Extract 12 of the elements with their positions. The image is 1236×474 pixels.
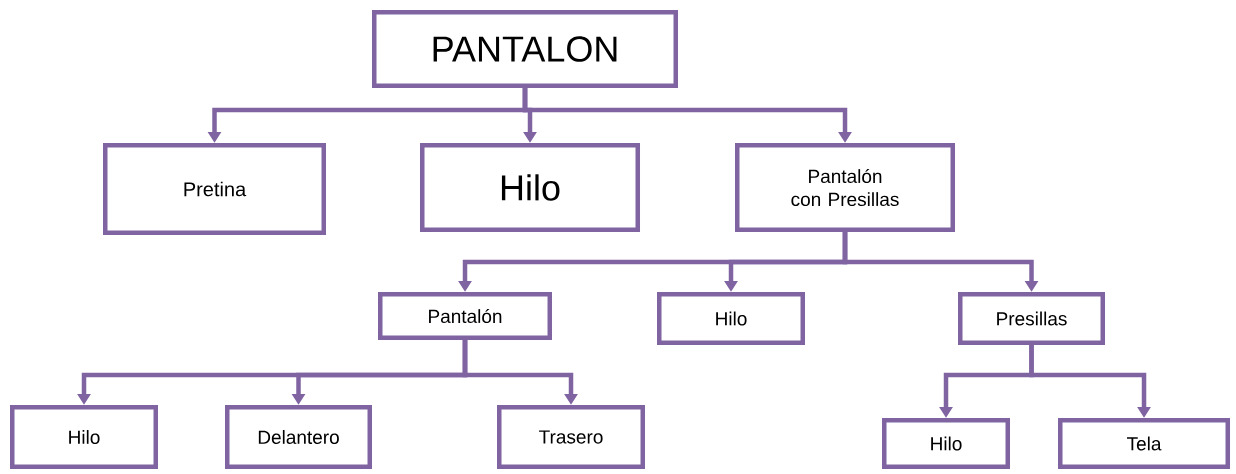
box: Hilo (657, 292, 805, 345)
box: Pretina (103, 143, 326, 235)
box: Hilo (10, 405, 158, 469)
box: Delantero (225, 405, 372, 469)
box: Presillas (958, 292, 1105, 345)
box: Pantalón con Presillas (735, 143, 955, 232)
box: Hilo (882, 418, 1010, 469)
box: Pantalón (378, 292, 552, 340)
box: Hilo (420, 143, 640, 232)
concept-box: PANTALON (372, 10, 678, 88)
box: Tela (1058, 418, 1230, 469)
box: Trasero (497, 405, 645, 469)
